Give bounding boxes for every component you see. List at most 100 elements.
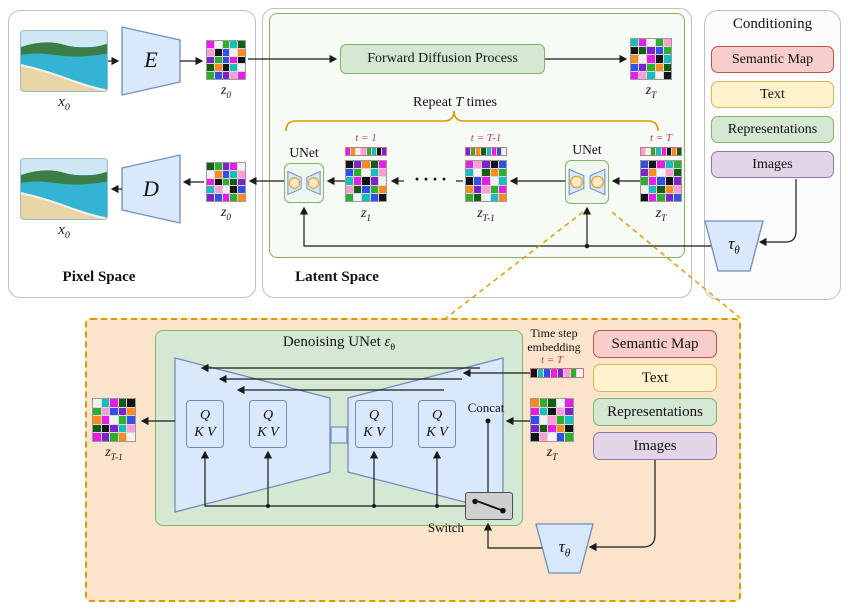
label-sub: T — [552, 451, 558, 462]
label-base: z — [477, 206, 483, 221]
cond-label: Images — [633, 437, 677, 454]
switch-box — [465, 492, 513, 520]
output-beach-photo — [20, 158, 108, 220]
zT-top-label: zT — [630, 83, 672, 100]
cond-label: Text — [641, 369, 669, 386]
forward-diffusion-box: Forward Diffusion Process — [340, 44, 545, 74]
time-step-line1: Time step — [530, 326, 578, 340]
x0-label-bottom: x0 — [20, 222, 108, 241]
qkv-block-4: Q K V — [418, 400, 456, 448]
t1-embedding-strip — [345, 147, 387, 156]
detail-cond-box-images: Images — [593, 432, 717, 460]
tau-label-bottom: τθ — [536, 537, 593, 560]
zoom-dashed-lines — [445, 211, 741, 319]
q-label: Q — [199, 407, 211, 423]
beach-photo-art — [21, 159, 107, 219]
kv-label: K V — [194, 425, 216, 440]
label-base: z — [105, 445, 111, 460]
detail-zTm1-label: zT-1 — [88, 445, 140, 462]
label-base: z — [220, 83, 227, 98]
label-base: z — [655, 206, 662, 221]
kv-label: K V — [426, 425, 448, 440]
detail-grid-zT — [530, 398, 574, 442]
detail-tT-label: t = T — [540, 354, 564, 366]
title-pre: Denoising UNet — [282, 334, 385, 350]
tTm1-embedding-strip — [465, 147, 507, 156]
x0-label-top: x0 — [20, 94, 108, 113]
conditioning-title: Conditioning — [732, 16, 813, 32]
cond-label: Representations — [607, 403, 703, 420]
unet-icon-art — [568, 168, 606, 196]
latent-grid-zTm1 — [465, 160, 507, 202]
label-sub: 0 — [64, 230, 70, 241]
z1-label: z1 — [345, 206, 387, 223]
input-beach-photo — [20, 30, 108, 92]
encoder-trapezoid — [121, 26, 181, 96]
tau-label-top: τθ — [705, 234, 763, 257]
unet-icon-left — [284, 163, 324, 203]
cond-box-text: Text — [711, 81, 834, 108]
cond-label: Images — [752, 156, 793, 172]
cond-box-representations: Representations — [711, 116, 834, 143]
latent-grid-z1 — [345, 160, 387, 202]
label-base: τ — [558, 537, 565, 556]
unet-right-label: UNet — [572, 142, 602, 157]
cond-box-semantic-map: Semantic Map — [711, 46, 834, 73]
tT-embedding-strip — [640, 147, 682, 156]
q-label: Q — [262, 407, 274, 423]
repeat-pre: Repeat — [412, 95, 456, 110]
label-sub: T-1 — [110, 451, 123, 462]
denoising-unet-title: Denoising UNet εθ — [155, 334, 523, 353]
encoder-label: E — [144, 47, 158, 72]
zT-in-label: zT — [640, 206, 682, 223]
pixel-space-title: Pixel Space — [62, 269, 136, 285]
detail-cond-box-semantic-map: Semantic Map — [593, 330, 717, 358]
latent-grid-z0-top — [206, 40, 246, 80]
label-sub: T — [661, 212, 667, 223]
cond-label: Semantic Map — [731, 51, 814, 67]
label-sub: T — [651, 89, 657, 100]
z0-out-label: z0 — [206, 205, 246, 222]
tau-trapezoid-bottom — [535, 523, 594, 574]
unet-bottleneck — [330, 426, 348, 444]
kv-label: K V — [257, 425, 279, 440]
forward-diffusion-label: Forward Diffusion Process — [367, 51, 518, 66]
detail-cond-box-text: Text — [593, 364, 717, 392]
latent-grid-z0-out — [206, 162, 246, 202]
q-label: Q — [431, 407, 443, 423]
beach-photo-art — [21, 31, 107, 91]
label-base: z — [546, 445, 553, 460]
qkv-block-1: Q K V — [186, 400, 224, 448]
switch-label: Switch — [427, 520, 464, 535]
epsilon: ε — [384, 334, 391, 350]
tT-step-label: t = T — [649, 132, 673, 144]
zTm1-label: zT-1 — [461, 206, 511, 223]
label-base: x — [58, 94, 65, 110]
label-sub: T-1 — [482, 212, 495, 223]
epsilon-sub: θ — [390, 342, 396, 353]
detail-cond-box-representations: Representations — [593, 398, 717, 426]
repeat-label: Repeat T times — [385, 95, 525, 111]
detail-grid-zTm1 — [92, 398, 136, 442]
t1-step-label: t = 1 — [355, 132, 377, 144]
label-base: z — [220, 205, 227, 220]
time-step-line2: embedding — [527, 340, 581, 354]
repeat-post: times — [463, 95, 497, 110]
z0-top-label: z0 — [206, 83, 246, 100]
tau-trapezoid-top — [704, 220, 764, 272]
decoder-trapezoid — [121, 154, 181, 224]
unet-left-label: UNet — [289, 145, 319, 160]
label-sub: 0 — [226, 89, 232, 100]
label-base: z — [645, 83, 652, 98]
decoder-label: D — [143, 176, 159, 201]
detail-time-strip — [530, 368, 584, 378]
repeat-brace — [285, 110, 659, 132]
chain-dots: ···· — [413, 169, 450, 189]
label-base: z — [360, 206, 367, 221]
label-sub: 1 — [366, 212, 372, 223]
unet-icon-art — [287, 170, 321, 196]
repeat-t: T — [455, 95, 464, 110]
cond-box-images: Images — [711, 151, 834, 178]
